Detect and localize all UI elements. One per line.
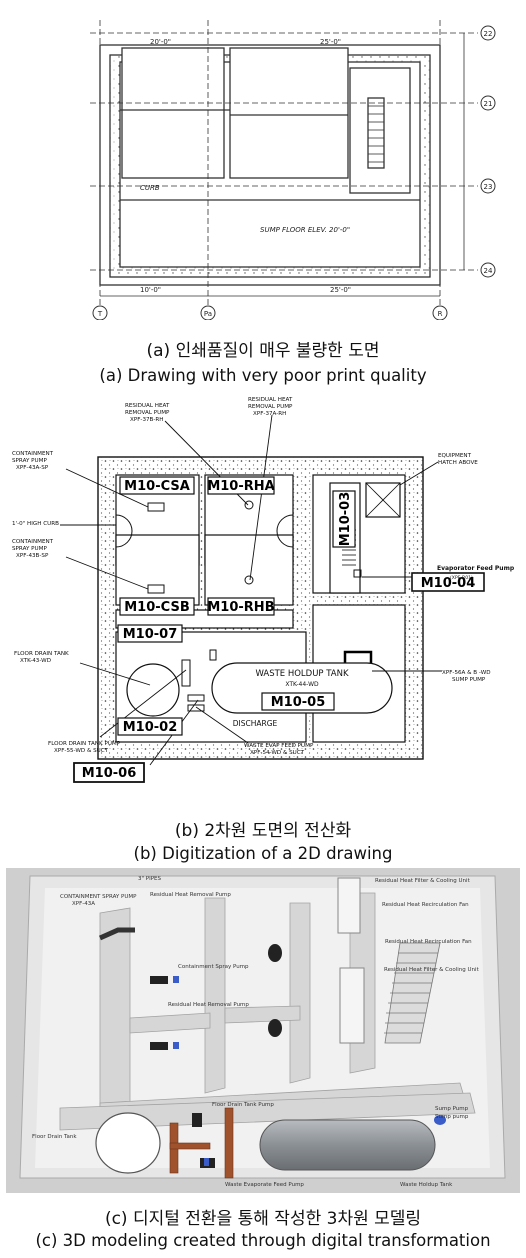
svg-text:20'-0": 20'-0" (150, 38, 171, 46)
callout-floor-drain-tank: FLOOR DRAIN TANK (14, 651, 69, 657)
callout-sump-pump: SUMP PUMP (452, 677, 486, 683)
grid-label: Pa (204, 310, 212, 318)
grid-bubble-22 (480, 25, 496, 41)
callout-rh-pump-b: XPF-37B-RH (130, 417, 164, 423)
caption-b-korean: (b) 2차원 도면의 전산화 (174, 821, 352, 841)
callout-cs-pump-b: XPF-43B-SP (16, 553, 49, 559)
callout-equipment-hatch: EQUIPMENT (438, 453, 472, 459)
callout-waste-evap-pump: XPF-54-WD & SUCT (250, 750, 305, 756)
3d-waste-holdup-tank (259, 1119, 436, 1171)
callout-evaporator-feed-pump: Evaporator Feed Pump (437, 565, 515, 572)
room-label-06: M10-06 (82, 766, 137, 781)
panel-c-3d-model: 3" PIPES CONTAINMENT SPRAY PUMP XPF-43A … (0, 868, 526, 1198)
digitized-floor-plan: M10-CSA M10-RHA M10-CSB M10-RHB M10-04 M… (12, 397, 515, 783)
grid-label: 24 (484, 267, 493, 275)
caption-c-english: (c) 3D modeling created through digital … (35, 1231, 491, 1250)
label-sump-pump: Sump Pump (435, 1106, 469, 1112)
discharge-label: DISCHARGE (233, 719, 278, 728)
caption-a-korean: (a) 인쇄품질이 매우 불량한 도면 (146, 341, 380, 361)
grid-label: 21 (484, 100, 493, 108)
svg-text:SUMP FLOOR ELEV. 20'-0": SUMP FLOOR ELEV. 20'-0" (260, 226, 350, 234)
grid-label: R (438, 310, 443, 318)
grid-label: T (97, 310, 103, 318)
label-3in-pipes: 3" PIPES (138, 876, 162, 882)
panel-b-digitized-drawing: M10-CSA M10-RHA M10-CSB M10-RHB M10-04 M… (0, 395, 526, 800)
3d-model-render: 3" PIPES CONTAINMENT SPRAY PUMP XPF-43A … (6, 868, 520, 1193)
grid-label: 22 (484, 30, 493, 38)
label-fd-tank-pump: Floor Drain Tank Pump (212, 1102, 274, 1108)
room-label-07: M10-07 (123, 627, 178, 642)
svg-text:10'-0": 10'-0" (140, 286, 161, 294)
label-rh-filter-mid: Residual Heat Filter & Cooling Unit (384, 967, 480, 973)
callout-rh-pump-a: RESIDUAL HEAT (248, 397, 293, 403)
room-label-05: M10-05 (271, 695, 326, 710)
callout-cs-pump-a: CONTAINMENT (12, 451, 54, 457)
caption-a-english: (a) Drawing with very poor print quality (99, 366, 427, 385)
room-label-rhb: M10-RHB (207, 600, 274, 615)
grid-bubble-23 (480, 178, 496, 194)
scanned-floor-plan: 20'-0" 25'-0" SUMP FLOOR ELEV. 20'-0" CUR… (90, 20, 496, 321)
svg-text:25'-0": 25'-0" (320, 38, 341, 46)
room-label-02: M10-02 (123, 720, 178, 735)
label-waste-holdup-tank: Waste Holdup Tank (400, 1182, 453, 1188)
callout-rh-pump-b: REMOVAL PUMP (125, 410, 170, 416)
callout-waste-evap-pump: WASTE EVAP FEED PUMP (244, 743, 314, 749)
waste-tank-tag: XTK-44-WD (285, 681, 319, 688)
callout-rh-pump-b: RESIDUAL HEAT (125, 403, 170, 409)
caption-c-korean: (c) 디지털 전환을 통해 작성한 3차원 모델링 (104, 1209, 422, 1229)
label-rh-recirc-top: Residual Heat Recirculation Fan (382, 902, 469, 908)
room-label-rha: M10-RHA (207, 479, 274, 494)
callout-floor-drain-tank: XTK-43-WD (20, 658, 51, 664)
waste-holdup-tank (211, 662, 393, 714)
callout-cs-pump-a: XPF-43A-SP (16, 465, 49, 471)
callout-equipment-hatch: HATCH ABOVE (438, 460, 478, 466)
room-label-csb: M10-CSB (124, 600, 189, 615)
label-cs-pump-top: CONTAINMENT SPRAY PUMP (60, 894, 137, 900)
room-label-04: M10-04 (421, 576, 476, 591)
label-sump-pump-2: Sump pump (435, 1114, 469, 1120)
label-rh-recirc-mid: Residual Heat Recirculation Fan (385, 939, 472, 945)
grid-bubble-21 (480, 95, 496, 111)
label-rh-pump-top: Residual Heat Removal Pump (150, 892, 231, 898)
grid-bubble-24 (480, 262, 496, 278)
waste-tank-label: WASTE HOLDUP TANK (255, 669, 349, 679)
callout-fd-tank-pump: FLOOR DRAIN TANK PUMP (48, 741, 121, 747)
label-fd-tank: Floor Drain Tank (32, 1134, 77, 1140)
callout-cs-pump-b: CONTAINMENT (12, 539, 54, 545)
panel-a-scanned-drawing: 20'-0" 25'-0" SUMP FLOOR ELEV. 20'-0" CUR… (0, 0, 526, 321)
label-cs-pump-mid: Containment Spray Pump (178, 964, 249, 970)
room-label-03: M10-03 (338, 492, 353, 547)
3d-floor-drain-tank (95, 1112, 161, 1174)
callout-fd-tank-pump: XPF-55-WD & SUCT (54, 748, 109, 754)
label-cs-tag: XPF-43A (72, 901, 95, 907)
callout-curb: 1'-0" HIGH CURB (12, 521, 59, 527)
label-rh-pump-mid: Residual Heat Removal Pump (168, 1002, 249, 1008)
callout-rh-pump-a: REMOVAL PUMP (248, 404, 293, 410)
callout-sump-pump: XPF-56A & B -WD (442, 670, 491, 676)
room-label-csa: M10-CSA (124, 479, 190, 494)
callout-evaporator-feed-tag: (XPF-R01) (450, 575, 473, 581)
floor-drain-tank (126, 663, 180, 717)
callout-rh-pump-a: XPF-37A-RH (253, 411, 286, 417)
callout-cs-pump-b: SPRAY PUMP (12, 546, 47, 552)
grid-label: 23 (484, 183, 493, 191)
caption-b-english: (b) Digitization of a 2D drawing (133, 844, 393, 863)
svg-text:CURB: CURB (140, 184, 160, 192)
label-waste-evap-pump: Waste Evaporate Feed Pump (225, 1182, 304, 1188)
svg-text:25'-0": 25'-0" (330, 286, 351, 294)
label-rh-filter-top: Residual Heat Filter & Cooling Unit (375, 878, 471, 884)
callout-cs-pump-a: SPRAY PUMP (12, 458, 47, 464)
